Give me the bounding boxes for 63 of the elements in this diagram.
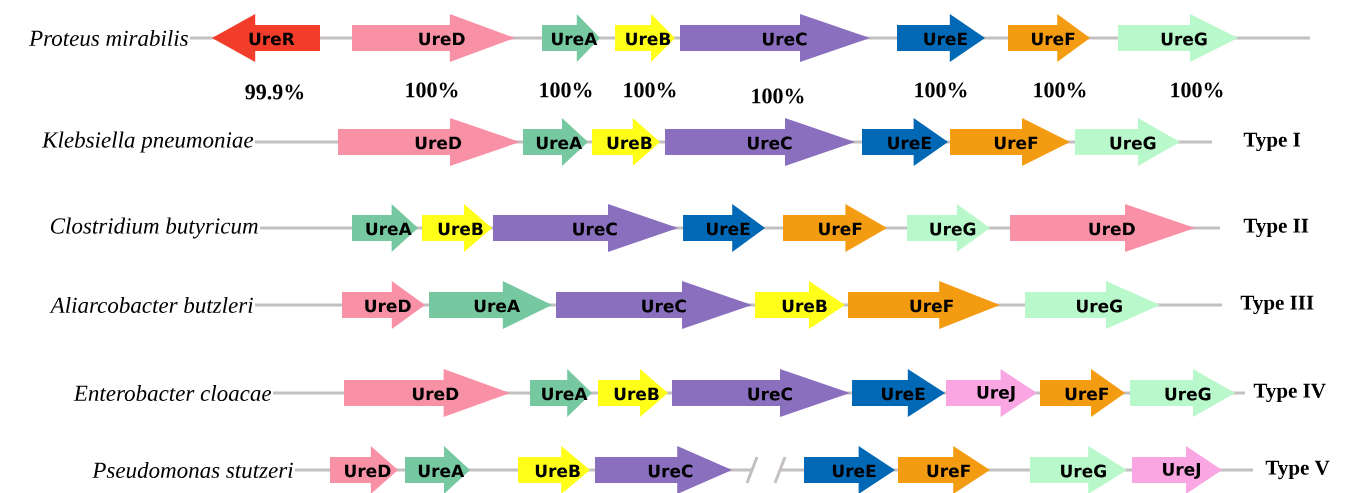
species-name: Klebsiella pneumoniae (41, 131, 254, 153)
species-name: Aliarcobacter butzleri (49, 296, 253, 314)
gene-block: UreA (530, 369, 592, 417)
gene-block: UreG (1130, 369, 1235, 417)
gene-block: UreB (598, 369, 668, 417)
gene-block: UreD (352, 14, 515, 62)
gene-block: UreB (615, 14, 675, 62)
gene-block: UreG (1025, 281, 1160, 329)
gene-block: UreJ (1132, 446, 1222, 493)
type-label: Type V (1265, 460, 1330, 480)
species-name: Proteus mirabilis (28, 29, 188, 47)
gene-block: UreR (212, 14, 320, 62)
identity-percentage: 100% (1171, 82, 1223, 98)
gene-block: UreD (1010, 204, 1195, 252)
gene-block: UreF (783, 204, 887, 252)
species-name: Enterobacter cloacae (73, 384, 272, 402)
gene-block: UreC (672, 369, 850, 417)
gene-block: UreC (556, 281, 752, 329)
gene-block: UreE (852, 369, 945, 417)
gene-block: UreC (595, 446, 732, 493)
gene-block: UreF (848, 281, 1000, 329)
gene-block: UreA (429, 281, 552, 329)
gene-block: UreF (1040, 369, 1125, 417)
gene-block: UreB (422, 204, 492, 252)
identity-percentage: 100% (1034, 82, 1086, 98)
type-label: Type III (1240, 295, 1314, 315)
gene-block: UreD (342, 281, 425, 329)
gene-block: UreF (1008, 14, 1090, 62)
identity-percentage: 99.9% (245, 84, 304, 100)
identity-percentage: 100% (624, 82, 676, 98)
gene-block: UreG (907, 204, 990, 252)
gene-block: UreA (542, 14, 600, 62)
gene-block: UreB (755, 281, 845, 329)
gene-block: UreF (898, 446, 990, 493)
type-label: Type IV (1253, 383, 1326, 403)
gene-block: UreB (592, 118, 660, 166)
gene-block: UreF (950, 118, 1070, 166)
identity-percentage: 100% (540, 82, 592, 98)
gene-block: UreG (1118, 14, 1238, 62)
species-name: Clostridium butyricum (50, 217, 258, 239)
gene-block: UreG (1030, 446, 1127, 493)
gene-block: UreJ (946, 369, 1037, 417)
gene-block: UreG (1075, 118, 1180, 166)
gene-block: UreC (493, 204, 678, 252)
gene-block: UreA (405, 446, 470, 493)
species-name: Pseudomonas stutzeri (92, 461, 293, 479)
gene-block: UreB (518, 446, 590, 493)
gene-block: UreA (523, 118, 588, 166)
gene-block: UreE (897, 14, 985, 62)
gene-block: UreD (344, 369, 510, 417)
type-label: Type I (1243, 132, 1301, 152)
gene-block: UreA (352, 204, 418, 252)
gene-block: UreC (680, 14, 870, 62)
identity-percentage: 100% (915, 82, 967, 98)
gene-block: UreD (338, 118, 520, 166)
gene-block: UreC (665, 118, 855, 166)
gene-block: UreE (804, 446, 895, 493)
gene-block: UreE (683, 204, 765, 252)
identity-percentage: 100% (406, 82, 458, 98)
type-label: Type II (1243, 218, 1309, 238)
gene-block: UreE (862, 118, 948, 166)
identity-percentage: 100% (752, 88, 804, 104)
gene-block: UreD (330, 446, 398, 493)
